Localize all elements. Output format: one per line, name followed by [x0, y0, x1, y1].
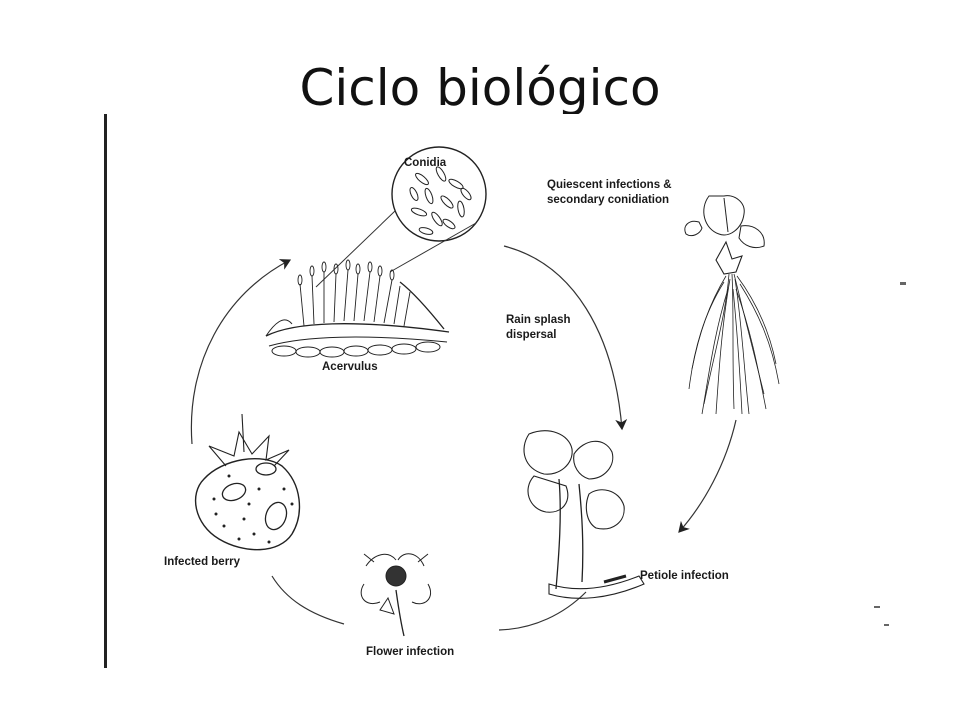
acervulus-label: Acervulus [322, 361, 378, 373]
petiole-infection-label: Petiole infection [640, 570, 729, 582]
quiescent-label-line2: secondary conidiation [547, 194, 670, 206]
arrow-berry-to-acervulus [190, 259, 292, 445]
rain-splash-label-line2: dispersal [506, 329, 557, 341]
quiescent-plant-drawing [684, 195, 780, 415]
scan-specks [874, 282, 906, 626]
quiescent-label-line1: Quiescent infections & [547, 179, 672, 191]
arrow-quiescent-to-petiole [678, 419, 737, 533]
infected-berry-label: Infected berry [164, 556, 241, 568]
slide-title: Ciclo biológico [299, 59, 661, 117]
life-cycle-diagram: Conidia Quiescent infections & secondary… [104, 114, 914, 670]
infected-berry-drawing [194, 413, 301, 551]
petiole-plant-drawing [523, 430, 645, 599]
conidia-label: Conidia [404, 157, 447, 169]
arrow-flower-to-berry [271, 575, 345, 625]
life-cycle-illustration [190, 146, 906, 637]
arrow-acervulus-to-petiole [503, 245, 628, 431]
acervulus-drawing [265, 259, 450, 358]
flower-drawing [360, 553, 432, 637]
rain-splash-label-line1: Rain splash [506, 314, 571, 326]
frame-left-edge [104, 114, 107, 668]
conidia-circle [391, 146, 487, 242]
flower-infection-label: Flower infection [366, 646, 455, 658]
